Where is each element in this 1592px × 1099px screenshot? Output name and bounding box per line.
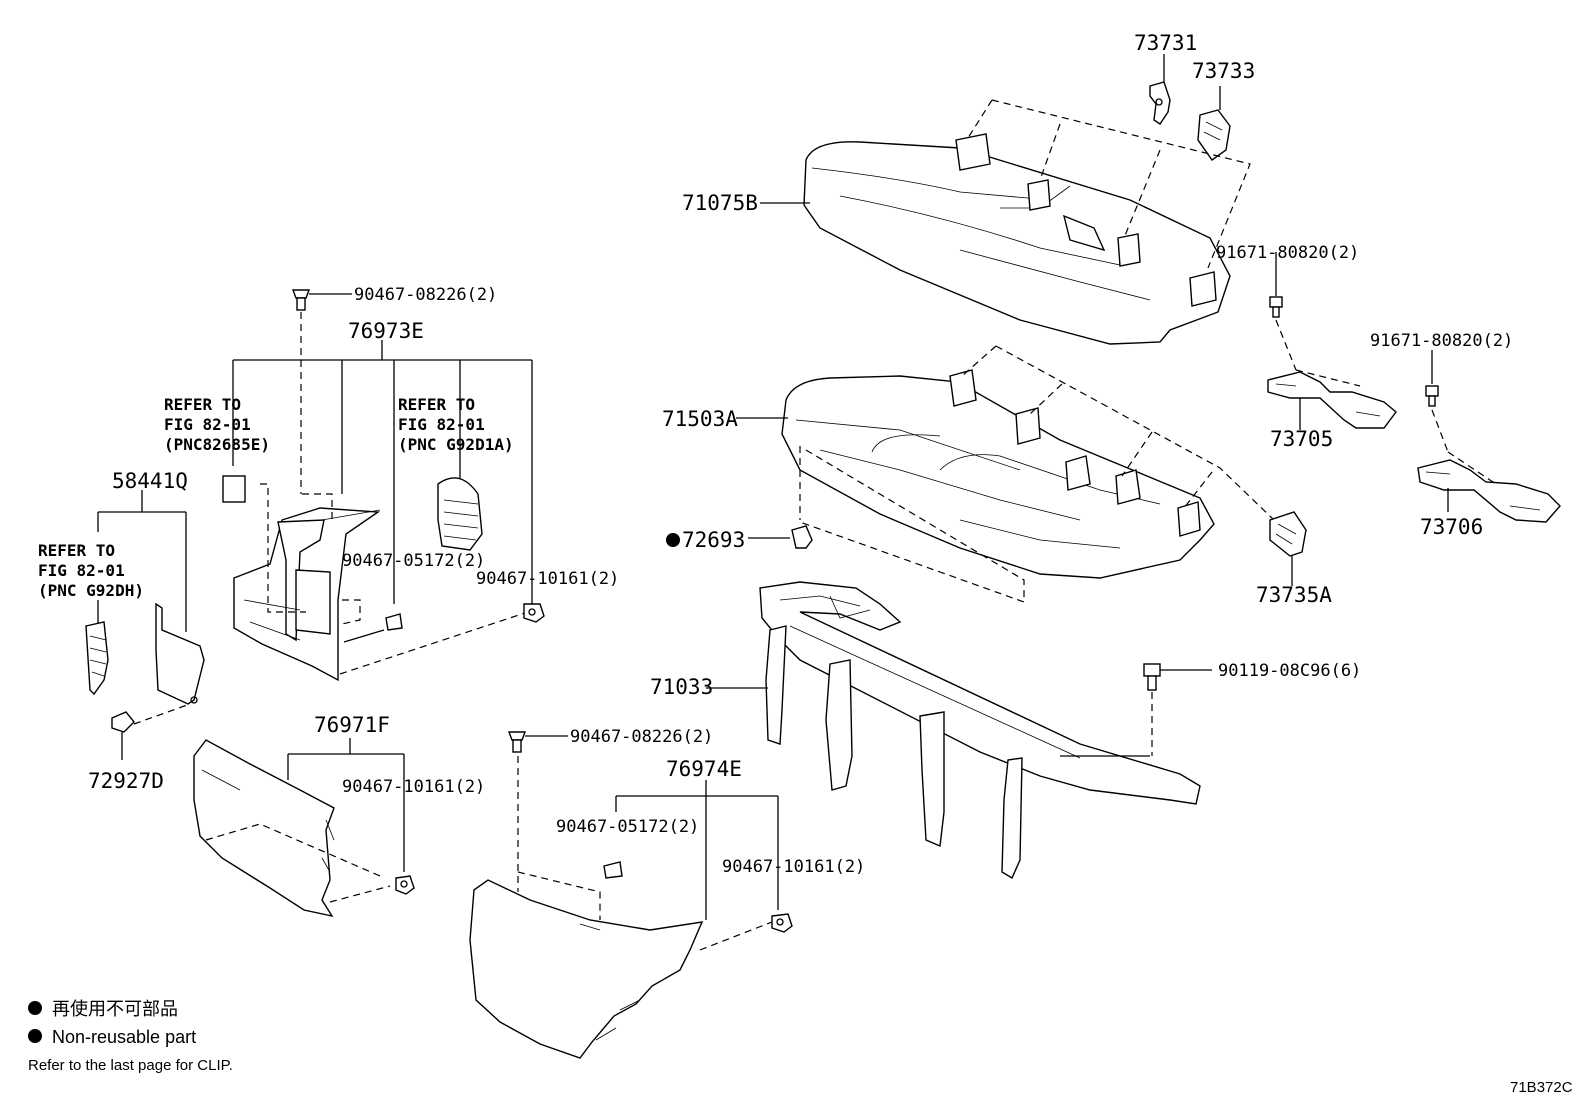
clip-72927D bbox=[111, 711, 135, 760]
panel-76974E bbox=[469, 879, 704, 1059]
label-90119: 90119-08C96(6) bbox=[1218, 661, 1361, 681]
clip-90467-05172-a bbox=[343, 613, 403, 643]
ref-piece-G92DH bbox=[85, 621, 109, 696]
ref-piece-G92D1A bbox=[437, 477, 483, 551]
label-90467-10161-c: 90467-10161(2) bbox=[722, 857, 865, 877]
bracket-76974E bbox=[615, 780, 779, 920]
label-73731: 73731 bbox=[1134, 31, 1197, 55]
seat-back-71075B bbox=[760, 133, 1231, 345]
label-73735A: 73735A bbox=[1256, 583, 1332, 607]
label-90467-05172-a: 90467-05172(2) bbox=[342, 551, 485, 571]
ref1-line2: FIG 82-01 bbox=[164, 415, 251, 434]
clip-72693 bbox=[748, 525, 813, 549]
leader-73705 bbox=[1275, 319, 1361, 387]
label-90467-10161-a: 90467-10161(2) bbox=[476, 569, 619, 589]
label-90467-08226-b: 90467-08226(2) bbox=[570, 727, 713, 747]
clip-73733 bbox=[1197, 86, 1231, 161]
clip-90467-10161-a bbox=[523, 603, 545, 623]
bolt-91671-b bbox=[1425, 350, 1439, 407]
leader-72693 bbox=[799, 446, 1025, 603]
label-90467-08226-a: 90467-08226(2) bbox=[354, 285, 497, 305]
leader-90467-10161-a bbox=[339, 611, 529, 675]
leader-72927D bbox=[133, 703, 191, 725]
bracket-76971F bbox=[287, 738, 405, 872]
label-58441Q: 58441Q bbox=[112, 469, 188, 493]
label-73733: 73733 bbox=[1192, 59, 1255, 83]
leader-76971F-panel bbox=[205, 823, 391, 903]
diagram-code: 71B372C bbox=[1510, 1079, 1573, 1096]
panel-76971F bbox=[193, 739, 335, 918]
leader-76974E-panel bbox=[517, 871, 773, 951]
label-90467-10161-b: 90467-10161(2) bbox=[342, 777, 485, 797]
ref1-line1: REFER TO bbox=[164, 395, 241, 414]
ref-piece-82685E bbox=[222, 475, 246, 503]
label-91671-b: 91671-80820(2) bbox=[1370, 331, 1513, 351]
label-76971F: 76971F bbox=[314, 713, 390, 737]
legend-dot-jp bbox=[28, 1001, 42, 1015]
label-72927D: 72927D bbox=[88, 769, 164, 793]
bolt-90119 bbox=[1143, 663, 1212, 691]
clip-73735A bbox=[1269, 511, 1307, 586]
legend-note: Refer to the last page for CLIP. bbox=[28, 1057, 233, 1074]
seat-cushion-71503A bbox=[736, 369, 1215, 579]
legend-en: Non-reusable part bbox=[52, 1027, 196, 1047]
label-72693: 72693 bbox=[682, 528, 745, 552]
bracket-73706 bbox=[1417, 459, 1561, 523]
label-71075B: 71075B bbox=[682, 191, 758, 215]
ref2-line1: REFER TO bbox=[398, 395, 475, 414]
label-76973E: 76973E bbox=[348, 319, 424, 343]
label-76974E: 76974E bbox=[666, 757, 742, 781]
leader-76973E-panel bbox=[260, 483, 361, 625]
leader-71075B-clips bbox=[967, 99, 1251, 269]
label-73706: 73706 bbox=[1420, 515, 1483, 539]
leader-71503A-clips bbox=[961, 345, 1275, 521]
bracket-73705 bbox=[1267, 371, 1397, 430]
non-reusable-dot-72693 bbox=[666, 533, 680, 547]
seat-frame-71033 bbox=[706, 581, 1201, 880]
bracket-76973E bbox=[232, 340, 533, 604]
bolt-90467-08226-a bbox=[291, 289, 352, 311]
panel-58441Q bbox=[155, 602, 205, 705]
clip-90467-10161-c bbox=[771, 913, 793, 933]
bolt-90467-08226-b bbox=[507, 731, 568, 753]
ref3-line3: (PNC G92DH) bbox=[38, 581, 144, 600]
label-90467-05172-b: 90467-05172(2) bbox=[556, 817, 699, 837]
bolt-91671-a bbox=[1269, 252, 1283, 318]
label-71033: 71033 bbox=[650, 675, 713, 699]
ref2-line2: FIG 82-01 bbox=[398, 415, 485, 434]
legend-dot-en bbox=[28, 1029, 42, 1043]
clip-73731 bbox=[1149, 54, 1171, 125]
label-71503A: 71503A bbox=[662, 407, 738, 431]
panel-76973E bbox=[233, 507, 381, 682]
ref3-line2: FIG 82-01 bbox=[38, 561, 125, 580]
ref2-line3: (PNC G92D1A) bbox=[398, 435, 514, 454]
ref1-line3: (PNC82685E) bbox=[164, 435, 270, 454]
clip-90467-05172-b bbox=[603, 861, 623, 879]
label-73705: 73705 bbox=[1270, 427, 1333, 451]
legend-jp: 再使用不可部品 bbox=[52, 999, 178, 1019]
label-91671-a: 91671-80820(2) bbox=[1216, 243, 1359, 263]
ref3-line1: REFER TO bbox=[38, 541, 115, 560]
clip-90467-10161-b bbox=[395, 875, 415, 895]
